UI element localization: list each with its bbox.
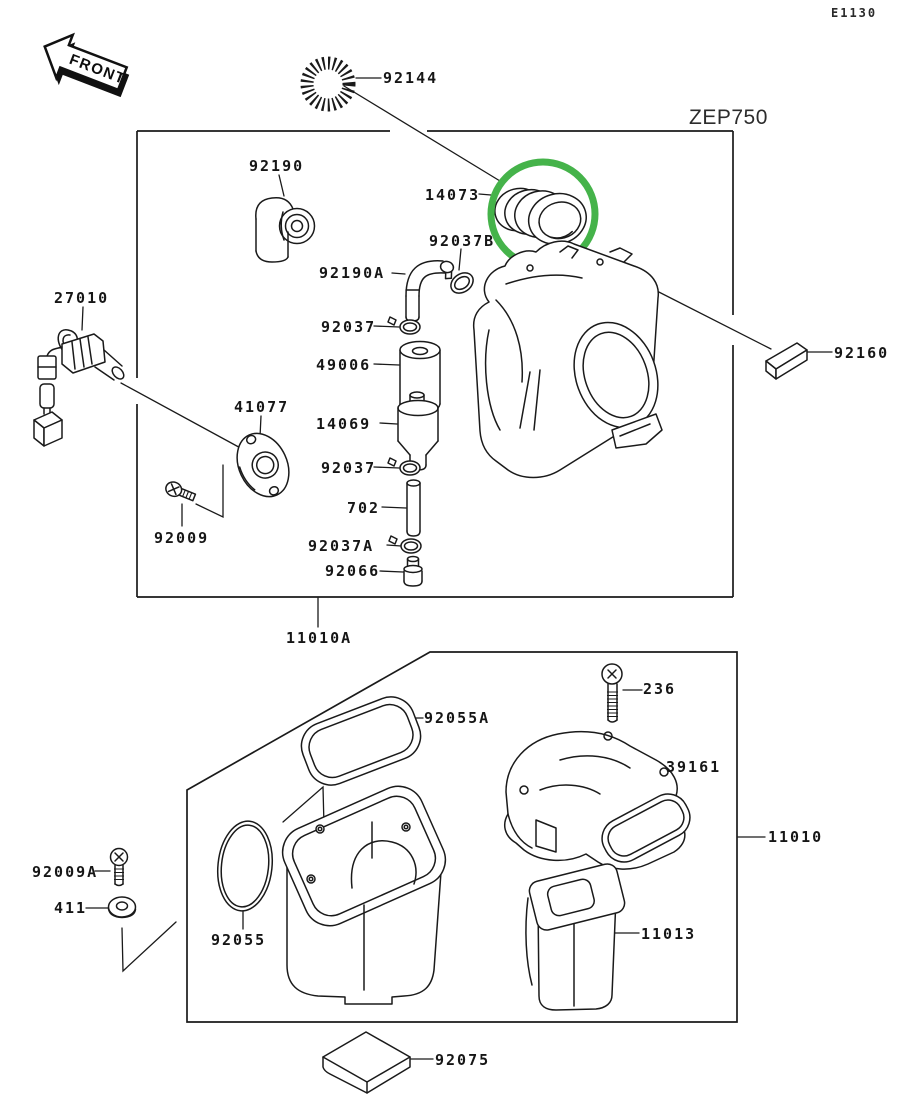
part-air-cleaner-case <box>281 785 447 1005</box>
part-label-92037a: 92037A <box>308 537 375 555</box>
part-411-washer <box>107 896 137 919</box>
part-label-411: 411 <box>54 899 88 917</box>
part-14069-filter <box>397 391 439 471</box>
part-27010-switch <box>33 329 125 447</box>
front-arrow-graphic: FRONT <box>43 32 130 98</box>
part-92190-elbow-fitting <box>255 196 316 263</box>
part-label-92055: 92055 <box>211 931 267 949</box>
part-label-92144: 92144 <box>383 69 439 87</box>
part-11013-element <box>525 863 626 1011</box>
part-label-92160: 92160 <box>834 344 890 362</box>
part-92066-plug <box>403 555 423 587</box>
part-92009a-screw <box>109 847 129 887</box>
part-92055-oring <box>216 820 274 912</box>
part-air-cleaner-housing <box>472 240 663 479</box>
part-label-92037b: 92037B <box>429 232 496 250</box>
part-label-92009: 92009 <box>154 529 210 547</box>
part-label-27010: 27010 <box>54 289 110 307</box>
part-label-14073: 14073 <box>425 186 481 204</box>
part-label-39161: 39161 <box>666 758 722 776</box>
part-label-11010a: 11010A <box>286 629 353 647</box>
lower-assembly-box <box>186 651 738 1023</box>
part-label-92190: 92190 <box>249 157 305 175</box>
part-49006-canister <box>399 340 441 414</box>
leader-lines <box>81 77 833 1060</box>
upper-assembly-box <box>136 130 734 598</box>
part-label-49006: 49006 <box>316 356 372 374</box>
diagram-code-label: E1130 <box>831 6 878 20</box>
part-label-236: 236 <box>643 680 677 698</box>
part-label-702: 702 <box>347 499 381 517</box>
part-label-11010: 11010 <box>768 828 824 846</box>
part-92037-clamp-upper <box>387 316 421 335</box>
part-label-92075: 92075 <box>435 1051 491 1069</box>
part-702-tube <box>406 479 421 537</box>
part-label-14069: 14069 <box>316 415 372 433</box>
part-236-bolt <box>601 663 623 723</box>
model-label: ZEP750 <box>689 106 768 129</box>
part-92075-pad <box>322 1031 411 1094</box>
part-92190a-elbow-hose <box>405 260 455 322</box>
part-92055a-gasket <box>300 696 422 786</box>
part-92037b-clamp <box>444 267 474 294</box>
part-92037-clamp-lower <box>387 457 421 476</box>
part-label-41077: 41077 <box>234 398 290 416</box>
part-label-92009a: 92009A <box>32 863 99 881</box>
part-92144-coil-spring <box>300 56 356 112</box>
part-label-92066: 92066 <box>325 562 381 580</box>
part-label-92190a: 92190A <box>319 264 386 282</box>
part-label-92037-lower: 92037 <box>321 459 377 477</box>
part-label-11013: 11013 <box>641 925 697 943</box>
front-direction-arrow: FRONT <box>24 18 145 117</box>
part-92037a-clamp <box>388 535 422 554</box>
part-92009-screw <box>165 481 197 502</box>
part-41077-flange <box>236 432 290 498</box>
part-92160-damper <box>765 342 808 380</box>
part-39161-cover <box>503 730 691 870</box>
front-arrow-body <box>43 32 129 92</box>
part-label-92037-upper: 92037 <box>321 318 377 336</box>
part-label-92055a: 92055A <box>424 709 491 727</box>
